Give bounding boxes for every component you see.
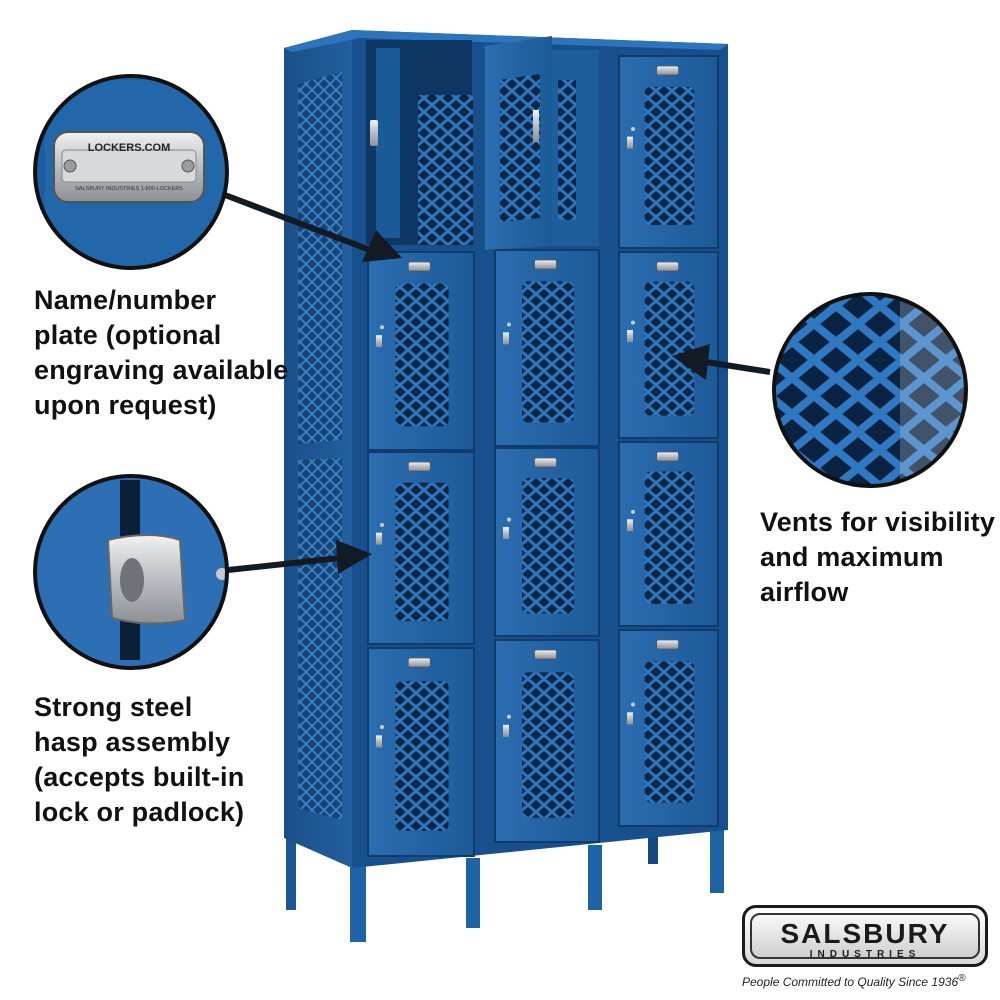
callout-line: Name/number [34, 285, 217, 315]
name-plate-text: LOCKERS.COM [88, 142, 171, 154]
locker-door[interactable] [618, 251, 719, 439]
locker-door[interactable] [494, 639, 600, 843]
number-plate [656, 65, 680, 76]
leg [286, 838, 296, 910]
door-vent [395, 283, 449, 427]
vent-detail [772, 292, 968, 488]
callout-line: and maximum [760, 542, 944, 572]
hasp-icon[interactable] [503, 526, 509, 539]
number-plate [407, 657, 431, 668]
leg [466, 858, 480, 928]
number-plate [656, 639, 680, 650]
hasp-callout-text: Strong steel hasp assembly (accepts buil… [34, 690, 244, 830]
door-vent [522, 672, 575, 818]
callout-line: upon request) [34, 390, 217, 420]
locker-doors [367, 50, 719, 857]
rivet-icon [507, 714, 511, 719]
door-vent [395, 482, 449, 621]
side-vent-mesh [298, 458, 342, 820]
door-vent [644, 661, 695, 803]
callout-arrows [223, 192, 771, 574]
callout-line: plate (optional [34, 320, 222, 350]
rivet-icon [507, 517, 511, 522]
screw-icon [63, 159, 77, 173]
hasp-icon[interactable] [627, 136, 633, 149]
leg [588, 845, 602, 910]
callout-line: airflow [760, 577, 849, 607]
brand-tagline: People Committed to Quality Since 1936® [742, 973, 966, 989]
locker-door[interactable] [367, 451, 475, 645]
number-plate [534, 457, 557, 468]
brand-subtitle: INDUSTRIES [809, 949, 921, 960]
tagline-text: People Committed to Quality Since 1936 [742, 975, 959, 989]
name-plate-subtext: SALSBURY INDUSTRIES 1-800-LOCKERS [75, 186, 183, 192]
number-plate [656, 261, 680, 272]
door-vent [644, 471, 695, 604]
hasp-icon[interactable] [503, 332, 509, 345]
leg [648, 828, 658, 864]
locker-door[interactable] [618, 441, 719, 627]
rivet-icon [631, 126, 635, 131]
hasp-icon[interactable] [503, 724, 509, 737]
door-vent [558, 80, 576, 220]
leg [350, 858, 366, 942]
door-vent [522, 281, 575, 423]
number-plate [407, 261, 431, 272]
rivet-icon [380, 522, 384, 527]
locker-door[interactable] [618, 55, 719, 249]
callout-line: (accepts built-in [34, 762, 245, 792]
callout-line: hasp assembly [34, 727, 231, 757]
number-plate [407, 461, 431, 472]
number-plate [534, 259, 557, 270]
leg [710, 825, 724, 893]
brand-name: SALSBURY [780, 918, 950, 949]
rivet-icon [380, 325, 384, 330]
door-latch-icon [533, 110, 539, 142]
hasp-icon[interactable] [627, 330, 633, 343]
open-door-vent [500, 74, 540, 222]
locker-door[interactable] [494, 447, 600, 637]
door-vent [522, 478, 575, 614]
locker-top [284, 30, 728, 52]
hasp-detail [33, 474, 229, 670]
callout-line: engraving available [34, 355, 289, 385]
rivet-icon [631, 320, 635, 325]
callout-line: lock or padlock) [34, 797, 245, 827]
callout-line: Strong steel [34, 692, 193, 722]
vents-callout-text: Vents for visibility and maximum airflow [760, 505, 995, 610]
door-vent [644, 86, 695, 225]
locker-door[interactable] [367, 251, 475, 451]
side-vent-mesh [298, 72, 342, 444]
logo-badge: SALSBURY INDUSTRIES [750, 913, 980, 960]
number-plate [656, 451, 680, 462]
hasp-icon[interactable] [376, 532, 382, 545]
screw-icon [181, 159, 195, 173]
door-vent [395, 681, 449, 832]
coat-hook-icon [370, 120, 378, 146]
locker-door[interactable] [367, 647, 475, 857]
nameplate-detail: LOCKERS.COM SALSBURY INDUSTRIES 1-800-LO… [33, 74, 229, 270]
callout-line: Vents for visibility [760, 507, 996, 537]
nameplate-callout-text: Name/number plate (optional engraving av… [34, 283, 288, 423]
rivet-icon [631, 702, 635, 707]
locker-door[interactable] [618, 629, 719, 827]
rivet-icon [507, 322, 511, 327]
hasp-icon[interactable] [376, 335, 382, 348]
hasp-icon[interactable] [627, 519, 633, 532]
number-plate [534, 649, 557, 660]
rivet-icon [631, 509, 635, 514]
hasp-icon[interactable] [376, 735, 382, 748]
salsbury-logo: SALSBURY INDUSTRIES [742, 905, 988, 967]
locker-door[interactable] [494, 249, 600, 447]
open-compartment [366, 36, 552, 250]
door-vent [644, 281, 695, 416]
hasp-icon[interactable] [627, 712, 633, 725]
rivet-icon [380, 725, 384, 730]
